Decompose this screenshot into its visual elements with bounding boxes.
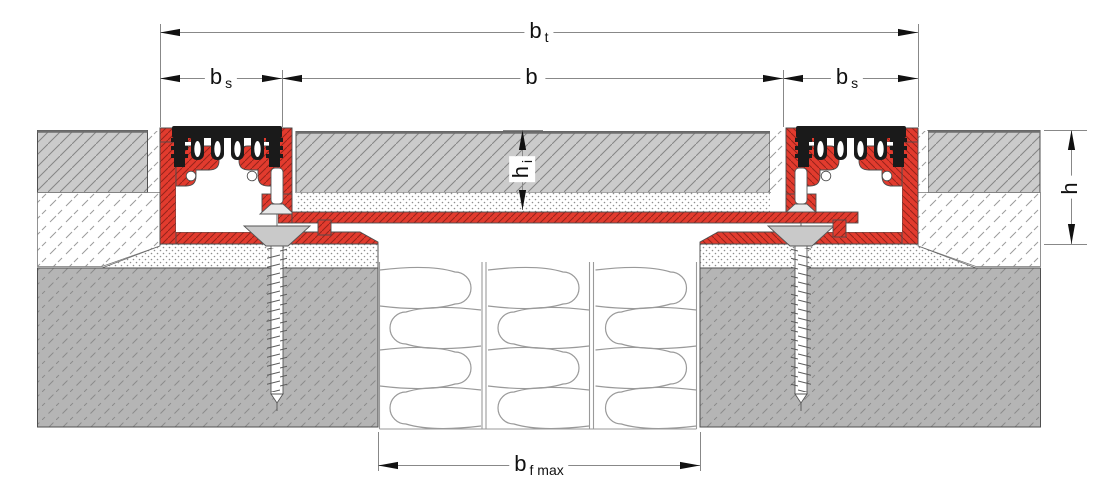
concrete-slabs [37, 267, 1041, 428]
tile-right [927, 130, 1041, 193]
tile-top-edges [37, 130, 1040, 134]
mortar-bed-stipple [101, 192, 977, 269]
tile-left [37, 130, 148, 193]
concrete-slab-left [37, 267, 379, 428]
center-plate [291, 211, 859, 238]
concrete-slab-right [699, 267, 1041, 428]
dimension-arrows [160, 28, 1076, 470]
joint-edge-lines [377, 244, 701, 268]
extension-lines [160, 24, 1087, 471]
mineral-wool-infill [378, 260, 698, 430]
dim-label-h: h [1057, 175, 1084, 199]
mortar-center [296, 192, 770, 212]
screed-left [37, 192, 161, 267]
dim-label-hi: hi [508, 155, 535, 183]
joint-sealant-gaps [148, 131, 928, 192]
dim-label-b: b [520, 65, 546, 91]
screed-layer [37, 192, 1041, 267]
